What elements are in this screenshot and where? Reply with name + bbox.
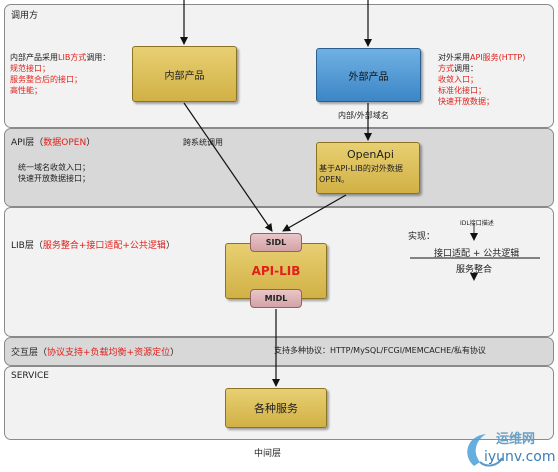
cross-system-call-label: 跨系统调用 bbox=[183, 138, 223, 147]
api-layer-title-red: 数据OPEN bbox=[43, 138, 87, 148]
caller-layer: 调用方 bbox=[4, 4, 554, 128]
lib-layer-title: LIB层（服务整合+接口适配+公共逻辑） bbox=[11, 238, 175, 251]
idl-desc-label: IDL接口描述 bbox=[460, 220, 494, 227]
api-note-line1: 统一域名收敛入口； bbox=[18, 163, 90, 172]
openapi-desc-line2: OPEN。 bbox=[319, 175, 350, 184]
api-layer-title: API层（数据OPEN） bbox=[11, 135, 95, 148]
midl-label: MIDL bbox=[264, 294, 288, 303]
openapi-desc-line1: 基于API-LIB的对外数据 bbox=[319, 164, 403, 173]
service-layer-title: SERVICE bbox=[11, 371, 49, 381]
impl-label: 实现： bbox=[408, 232, 436, 242]
api-note-line2: 快速开放数据接口； bbox=[18, 174, 90, 183]
caller-layer-title: 调用方 bbox=[11, 11, 39, 21]
external-product-label: 外部产品 bbox=[348, 71, 389, 83]
external-note-line1: 对外采用API服务(HTTP) bbox=[438, 53, 526, 62]
internal-product-label: 内部产品 bbox=[164, 70, 205, 82]
openapi-title: OpenApi bbox=[347, 148, 394, 161]
midl-box[interactable]: MIDL bbox=[250, 289, 302, 308]
external-note-line2: 方式调用： bbox=[438, 64, 478, 73]
footer-caption: 中间层 bbox=[254, 449, 282, 459]
arrow-internal-to-sidl bbox=[183, 102, 273, 232]
api-left-note: 统一域名收敛入口； 快速开放数据接口； bbox=[18, 162, 90, 184]
external-note-line5: 快速开放数据； bbox=[438, 97, 494, 106]
interaction-layer-title-red: 协议支持+负载均衡+资源定位 bbox=[47, 348, 171, 358]
internal-note-line1: 内部产品采用LIB方式调用： bbox=[10, 53, 111, 62]
internal-note-line3: 服务整合后的接口； bbox=[10, 75, 82, 84]
interaction-layer: 交互层（协议支持+负载均衡+资源定位） bbox=[4, 337, 554, 366]
sidl-label: SIDL bbox=[265, 238, 287, 247]
sidl-box[interactable]: SIDL bbox=[250, 233, 302, 252]
api-lib-label: API-LIB bbox=[251, 264, 301, 278]
interaction-layer-title-suffix: ） bbox=[170, 348, 180, 358]
domain-label: 内部/外部域名 bbox=[338, 111, 389, 120]
internal-note-line4: 高性能； bbox=[10, 86, 42, 95]
protocol-support-label: 支持多种协议：HTTP/MySQL/FCGI/MEMCACHE/私有协议 bbox=[274, 346, 486, 355]
services-label: 各种服务 bbox=[254, 402, 298, 415]
external-note-line4: 标准化接口； bbox=[438, 86, 486, 95]
watermark-logo: 运维网 iyunv.com bbox=[456, 426, 556, 470]
impl-row1: 接口适配 + 公共逻辑 bbox=[434, 249, 520, 259]
openapi-box[interactable]: OpenApi 基于API-LIB的对外数据 OPEN。 bbox=[316, 142, 420, 194]
lib-layer-title-suffix: ） bbox=[165, 241, 175, 251]
api-layer: API层（数据OPEN） bbox=[4, 128, 554, 207]
external-note-line3: 收敛入口； bbox=[438, 75, 478, 84]
external-product-note: 对外采用API服务(HTTP) 方式调用： 收敛入口； 标准化接口； 快速开放数… bbox=[438, 52, 525, 107]
watermark-cn: 运维网 bbox=[496, 432, 536, 447]
interaction-layer-title: 交互层（协议支持+负载均衡+资源定位） bbox=[11, 345, 179, 358]
internal-product-note: 内部产品采用LIB方式调用： 规范接口； 服务整合后的接口； 高性能； bbox=[10, 52, 110, 96]
impl-row2: 服务整合 bbox=[456, 265, 493, 275]
api-layer-title-prefix: API层（ bbox=[11, 138, 44, 148]
watermark-swirl-icon bbox=[467, 434, 503, 467]
external-product-box[interactable]: 外部产品 bbox=[316, 48, 421, 102]
interaction-layer-title-prefix: 交互层（ bbox=[11, 348, 48, 358]
services-box[interactable]: 各种服务 bbox=[225, 388, 327, 428]
internal-note-line2: 规范接口； bbox=[10, 64, 50, 73]
api-lib-box[interactable]: API-LIB bbox=[225, 243, 327, 299]
lib-layer-title-prefix: LIB层（ bbox=[11, 241, 43, 251]
api-layer-title-suffix: ） bbox=[86, 138, 96, 148]
arrow-openapi-to-sidl bbox=[282, 194, 347, 232]
watermark-url: iyunv.com bbox=[484, 449, 556, 465]
lib-layer-title-red: 服务整合+接口适配+公共逻辑 bbox=[42, 241, 166, 251]
internal-product-box[interactable]: 内部产品 bbox=[132, 46, 237, 102]
